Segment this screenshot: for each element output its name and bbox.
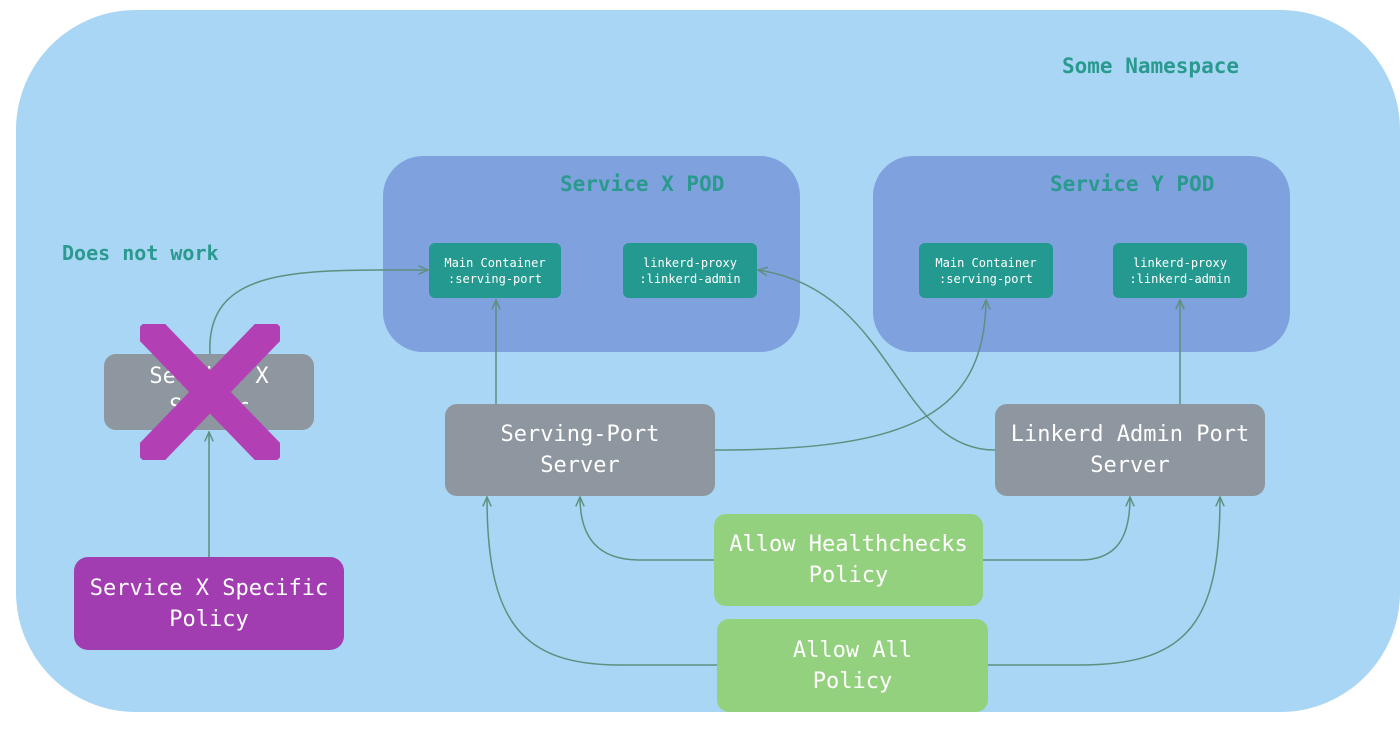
service-x-main-container-name: Main Container (444, 255, 546, 270)
edge-healthchecks-to-serving-port-server (580, 497, 714, 561)
service-y-linkerd-proxy: linkerd-proxy :linkerd-admin (1113, 243, 1247, 298)
service-y-main-container-port: :serving-port (939, 271, 1033, 286)
service-y-proxy-port: :linkerd-admin (1129, 271, 1231, 286)
service-y-pod-title: Service Y POD (1050, 172, 1215, 196)
serving-port-server-line1: Serving-Port (500, 422, 660, 447)
service-x-specific-policy-line1: Service X Specific (89, 575, 329, 601)
allow-all-policy-line2: Policy (812, 668, 893, 694)
namespace-title: Some Namespace (1062, 54, 1240, 78)
x-mark-icon (140, 324, 280, 460)
allow-healthchecks-policy-line2: Policy (808, 563, 889, 588)
edge-healthchecks-to-admin-server (983, 497, 1130, 561)
allow-all-policy: Allow All Policy (717, 619, 988, 712)
service-y-main-container: Main Container :serving-port (919, 243, 1053, 298)
edge-servicex-server-to-main-container-x (209, 270, 428, 356)
service-x-main-container: Main Container :serving-port (429, 243, 561, 298)
service-y-proxy-name: linkerd-proxy (1133, 255, 1227, 270)
allow-healthchecks-policy: Allow Healthchecks Policy (714, 514, 983, 606)
serving-port-server-line2: Server (540, 453, 620, 478)
service-x-main-container-port: :serving-port (448, 271, 542, 286)
edge-allow-all-to-serving-port-server (487, 497, 717, 666)
allow-healthchecks-policy-line1: Allow Healthchecks (729, 532, 968, 557)
allow-all-policy-line1: Allow All (792, 637, 913, 663)
serving-port-server: Serving-Port Server (445, 404, 715, 496)
service-x-specific-policy: Service X Specific Policy (74, 557, 344, 650)
linkerd-admin-port-server: Linkerd Admin Port Server (995, 404, 1265, 496)
service-x-proxy-port: :linkerd-admin (639, 271, 741, 286)
service-x-proxy-name: linkerd-proxy (643, 255, 737, 270)
service-x-linkerd-proxy: linkerd-proxy :linkerd-admin (623, 243, 757, 298)
linkerd-admin-port-server-line1: Linkerd Admin Port (1010, 422, 1250, 447)
does-not-work-note: Does not work (62, 241, 219, 265)
service-x-specific-policy-line2: Policy (169, 606, 249, 632)
edge-serving-port-server-to-main-container-y (714, 300, 986, 451)
service-y-main-container-name: Main Container (935, 255, 1037, 270)
service-x-pod-title: Service X POD (560, 172, 725, 196)
edge-admin-server-to-proxy-x (758, 270, 996, 451)
linkerd-admin-port-server-line2: Server (1090, 453, 1170, 478)
edge-allow-all-to-admin-server (988, 497, 1220, 666)
